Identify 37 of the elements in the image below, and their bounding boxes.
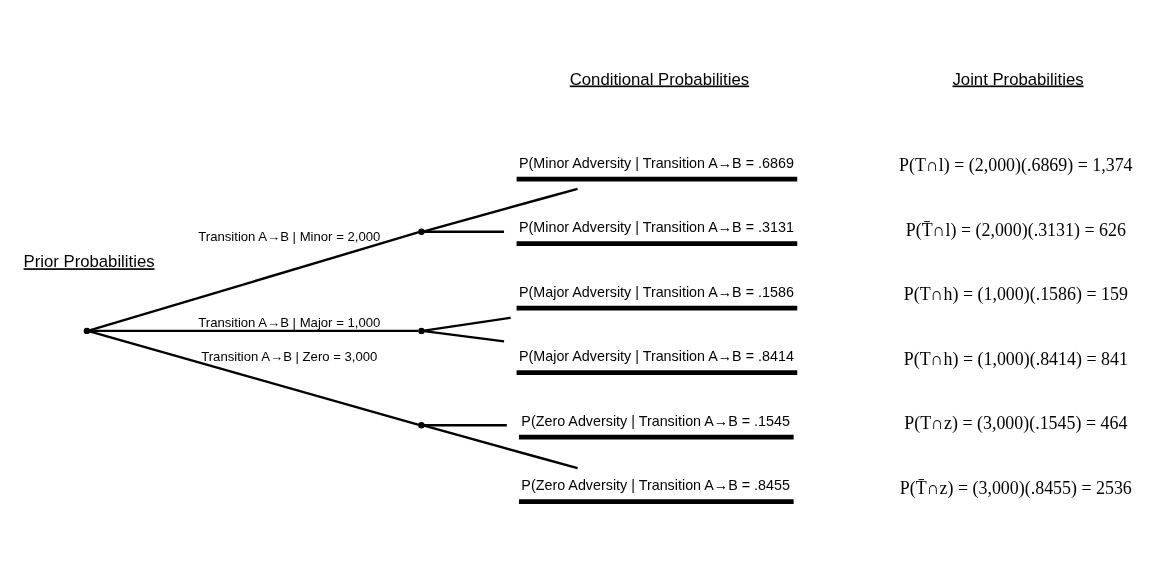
connector	[423, 424, 578, 470]
edge-label: Transition A→B | Minor = 2,000	[198, 229, 381, 245]
node-label: P(Major Adversity | Transition A→B = .1586	[518, 283, 794, 300]
label: P(T̄∩l) = (2,000)(.3131) = 626	[905, 219, 1126, 240]
label: P(T∩h) = (1,000)(.1586) = 159	[903, 284, 1128, 305]
node-box	[516, 370, 798, 376]
connector	[423, 316, 511, 332]
node-point	[418, 228, 425, 235]
node-box	[516, 241, 798, 247]
connector	[89, 329, 419, 333]
connector	[89, 330, 420, 426]
node-label: P(Major Adversity | Transition A→B = .8414	[518, 348, 794, 365]
node-point	[418, 422, 425, 429]
label: Joint Probabilities	[952, 69, 1084, 89]
connector	[423, 187, 578, 233]
label: Conditional Probabilities	[569, 69, 750, 89]
connector	[424, 424, 507, 427]
node-point	[83, 327, 91, 335]
node-label: P(Minor Adversity | Transition A→B = .3131	[518, 219, 794, 236]
node-box	[516, 176, 798, 182]
connector	[89, 231, 420, 332]
edge-label: Transition A→B | Zero = 3,000	[201, 348, 378, 364]
node-box	[519, 499, 794, 505]
label: P(T∩l) = (2,000)(.6869) = 1,374	[899, 155, 1133, 176]
node-label: P(Zero Adversity | Transition A→B = .1545	[521, 412, 790, 429]
label: P(T̄∩z) = (3,000)(.8455) = 2536	[899, 477, 1132, 498]
connector	[423, 329, 505, 343]
node-label: P(Zero Adversity | Transition A→B = .8455	[521, 477, 790, 494]
node-box	[519, 434, 794, 440]
label: P(T∩z) = (3,000)(.1545) = 464	[904, 413, 1128, 434]
node-point	[418, 327, 425, 335]
label: Prior Probabilities	[23, 252, 155, 272]
label: P(T∩h) = (1,000)(.8414) = 841	[903, 348, 1128, 369]
edge-label: Transition A→B | Major = 1,000	[198, 315, 381, 331]
connector	[424, 230, 505, 233]
node-box	[516, 305, 798, 311]
node-label: P(Minor Adversity | Transition A→B = .6869	[518, 154, 794, 171]
